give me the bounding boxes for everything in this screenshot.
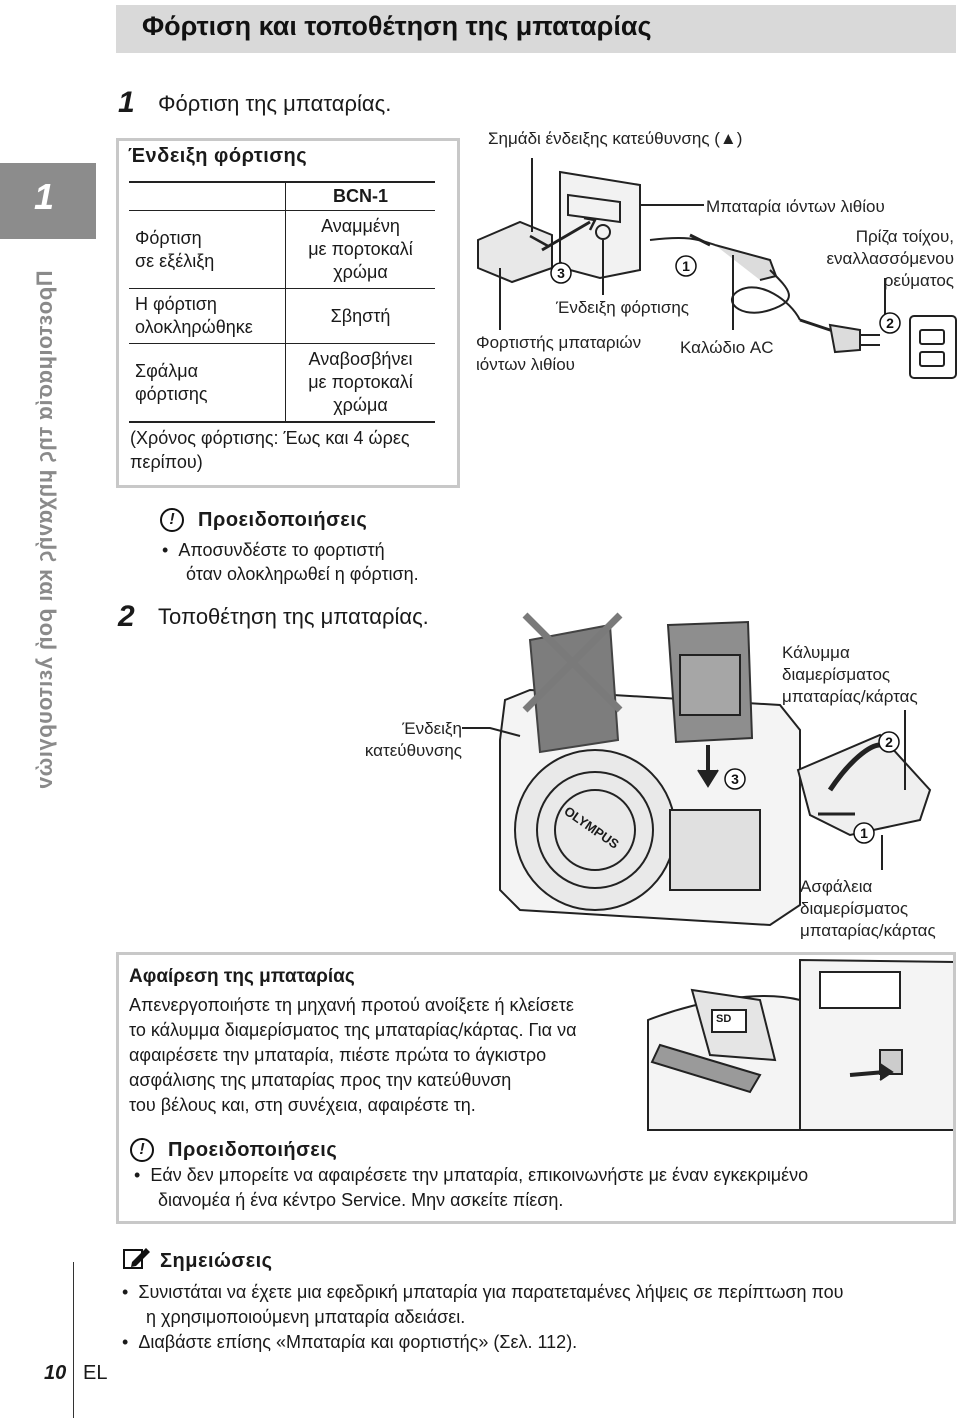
- caution-title: Προειδοποιήσεις: [198, 509, 368, 531]
- charge-indicator-title: Ένδειξη φόρτισης: [128, 145, 308, 167]
- table-header-model: BCN-1: [285, 181, 435, 211]
- charge-indicator-box: [116, 138, 460, 488]
- chapter-tab: [0, 163, 96, 239]
- header-bar: [116, 5, 956, 53]
- notes-bullet: • Διαβάστε επίσης «Μπαταρία και φορτιστή…: [122, 1332, 578, 1352]
- cover-lock-label: Ασφάλεια διαμερίσματος μπαταρίας/κάρτας: [800, 877, 936, 940]
- step1-text: Φόρτιση της μπαταρίας.: [158, 91, 392, 116]
- battery-cover-label: Κάλυμμα διαμερίσματος μπαταρίας/κάρτας: [782, 643, 918, 706]
- charger-slot: [567, 193, 621, 224]
- state-value: Σβηστή: [330, 305, 391, 326]
- state-label: Η φόρτιση: [135, 294, 217, 314]
- removal-text: Απενεργοποιήστε τη μηχανή προτού ανοίξετ…: [129, 995, 577, 1115]
- outlet-label: Πρίζα τοίχου, εναλλασσόμενου ρεύματος: [826, 227, 954, 290]
- caution-icon: !: [160, 508, 184, 532]
- notes-bullet-cont: η χρησιμοποιούμενη μπαταρία αδειάσει.: [146, 1307, 466, 1327]
- state-label: Φόρτιση: [135, 227, 202, 248]
- ac-cable-label: Καλώδιο AC: [680, 338, 774, 357]
- state-label: σε εξέλιξη: [135, 250, 215, 271]
- removal-box: [116, 952, 956, 1224]
- camera-callout-2: 2: [885, 734, 893, 750]
- notes-pencil-icon: [122, 1244, 152, 1272]
- battery-shape: [477, 220, 553, 284]
- charge-indicator-label: Ένδειξη φόρτισης: [556, 298, 689, 317]
- table-row: Η φόρτιση ολοκληρώθηκε Σβηστή: [129, 288, 435, 344]
- state-label: Σφάλμα: [135, 360, 198, 381]
- state-value: χρώμα: [333, 262, 388, 282]
- charger-callout-2: 2: [886, 315, 894, 331]
- charger-callout-1: 1: [682, 258, 690, 274]
- charge-indicator-lamp: [595, 224, 611, 240]
- state-label: φόρτισης: [135, 383, 208, 404]
- direction-mark-label: Σημάδι ένδειξης κατεύθυνσης (▲): [488, 129, 743, 148]
- state-value: χρώμα: [333, 395, 388, 415]
- caution-bullet: • Αποσυνδέστε το φορτιστή: [162, 540, 385, 560]
- camera-callout-3: 3: [731, 771, 739, 787]
- charger-callout-3: 3: [557, 265, 565, 281]
- page-language: EL: [83, 1362, 108, 1384]
- direction-indicator-label: Ένδειξη κατεύθυνσης: [364, 719, 462, 760]
- page-title: Φόρτιση και τοποθέτηση της μπαταρίας: [142, 11, 652, 41]
- step2-text: Τοποθέτηση της μπαταρίας.: [158, 604, 429, 629]
- camera-callout-1: 1: [860, 825, 868, 841]
- footer-divider: [73, 1262, 74, 1418]
- removal-title: Αφαίρεση της μπαταρίας: [129, 966, 355, 987]
- battery-cover: [796, 733, 932, 837]
- notes-title: Σημειώσεις: [160, 1250, 273, 1272]
- caution-icon: !: [130, 1138, 154, 1162]
- wrong-battery: [528, 623, 620, 754]
- state-value: Αναμμένη: [321, 216, 400, 236]
- caution-title: Προειδοποιήσεις: [168, 1139, 338, 1161]
- charger-label: Φορτιστής μπαταριών ιόντων λιθίου: [476, 333, 642, 374]
- battery-label: Μπαταρία ιόντων λιθίου: [706, 197, 885, 216]
- state-label: ολοκληρώθηκε: [135, 317, 253, 337]
- state-value: με πορτοκαλί: [308, 239, 413, 259]
- notes-bullet: • Συνιστάται να έχετε μια εφεδρική μπατα…: [122, 1282, 844, 1302]
- power-plug: [828, 323, 861, 354]
- camera-grip: [669, 809, 761, 891]
- state-value: Αναβοσβήνει: [308, 349, 413, 369]
- page-number: 10: [44, 1362, 67, 1384]
- step1-number: 1: [118, 86, 135, 119]
- step2-number: 2: [118, 600, 135, 633]
- charge-time-note: (Χρόνος φόρτισης: Έως και 4 ώρες περίπου…: [130, 428, 410, 472]
- caution-bullet: • Εάν δεν μπορείτε να αφαιρέσετε την μπα…: [134, 1165, 809, 1185]
- state-value: με πορτοκαλί: [308, 372, 413, 392]
- caution-bullet-cont: διανομέα ή ένα κέντρο Service. Μην ασκεί…: [158, 1190, 564, 1210]
- chapter-number: 1: [34, 176, 55, 217]
- caution-bullet-cont: όταν ολοκληρωθεί η φόρτιση.: [186, 564, 419, 584]
- sd-card-label: SD: [716, 1013, 732, 1025]
- wall-outlet: [909, 315, 957, 379]
